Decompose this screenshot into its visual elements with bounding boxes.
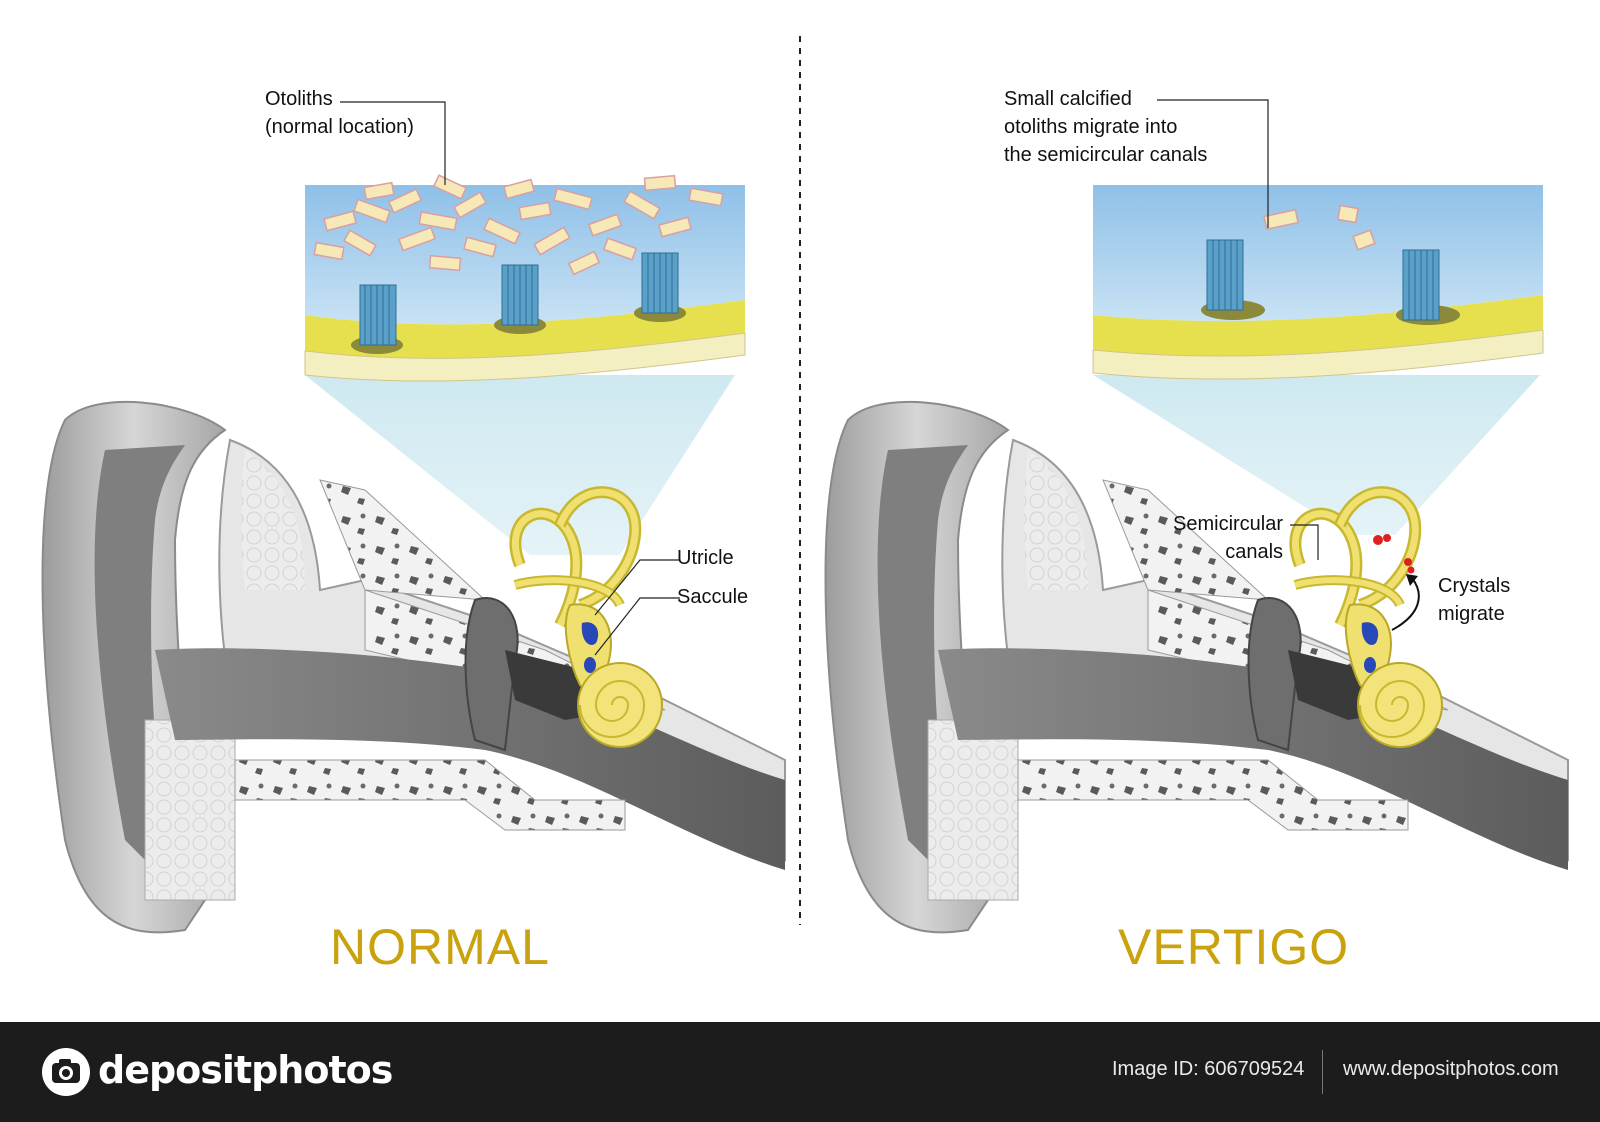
crystals-migrate-label: Crystals migrate bbox=[1438, 572, 1510, 628]
hair-cell-bundle bbox=[642, 253, 678, 313]
macula-block bbox=[305, 175, 745, 381]
footer-bar: depositphotos Image ID: 606709524 www.de… bbox=[0, 1022, 1600, 1122]
saccule-label: Saccule bbox=[677, 583, 748, 611]
ear-cross-section bbox=[826, 402, 1569, 932]
footer-separator bbox=[1322, 1050, 1323, 1094]
migration-label: Small calcified otoliths migrate into th… bbox=[1004, 85, 1207, 169]
semicircular-canals-label: Semicircular canals bbox=[1173, 510, 1283, 566]
normal-panel bbox=[43, 102, 786, 932]
image-id: Image ID: 606709524 bbox=[1112, 1058, 1304, 1081]
hair-cell-bundle bbox=[1207, 240, 1243, 310]
utricle-label: Utricle bbox=[677, 544, 734, 572]
macula-block bbox=[1093, 185, 1543, 379]
camera-logo-icon bbox=[40, 1046, 92, 1098]
hair-cell-bundle bbox=[1403, 250, 1439, 320]
hair-cell-bundle bbox=[360, 285, 396, 345]
hair-cell-bundle bbox=[502, 265, 538, 325]
vertigo-title: VERTIGO bbox=[1118, 918, 1349, 976]
brand-logo-text[interactable]: depositphotos bbox=[98, 1048, 392, 1092]
normal-title: NORMAL bbox=[330, 918, 550, 976]
site-link[interactable]: www.depositphotos.com bbox=[1343, 1058, 1559, 1081]
ear-cross-section bbox=[43, 402, 786, 932]
illustration bbox=[0, 0, 1600, 1022]
otoliths-label: Otoliths (normal location) bbox=[265, 85, 414, 141]
